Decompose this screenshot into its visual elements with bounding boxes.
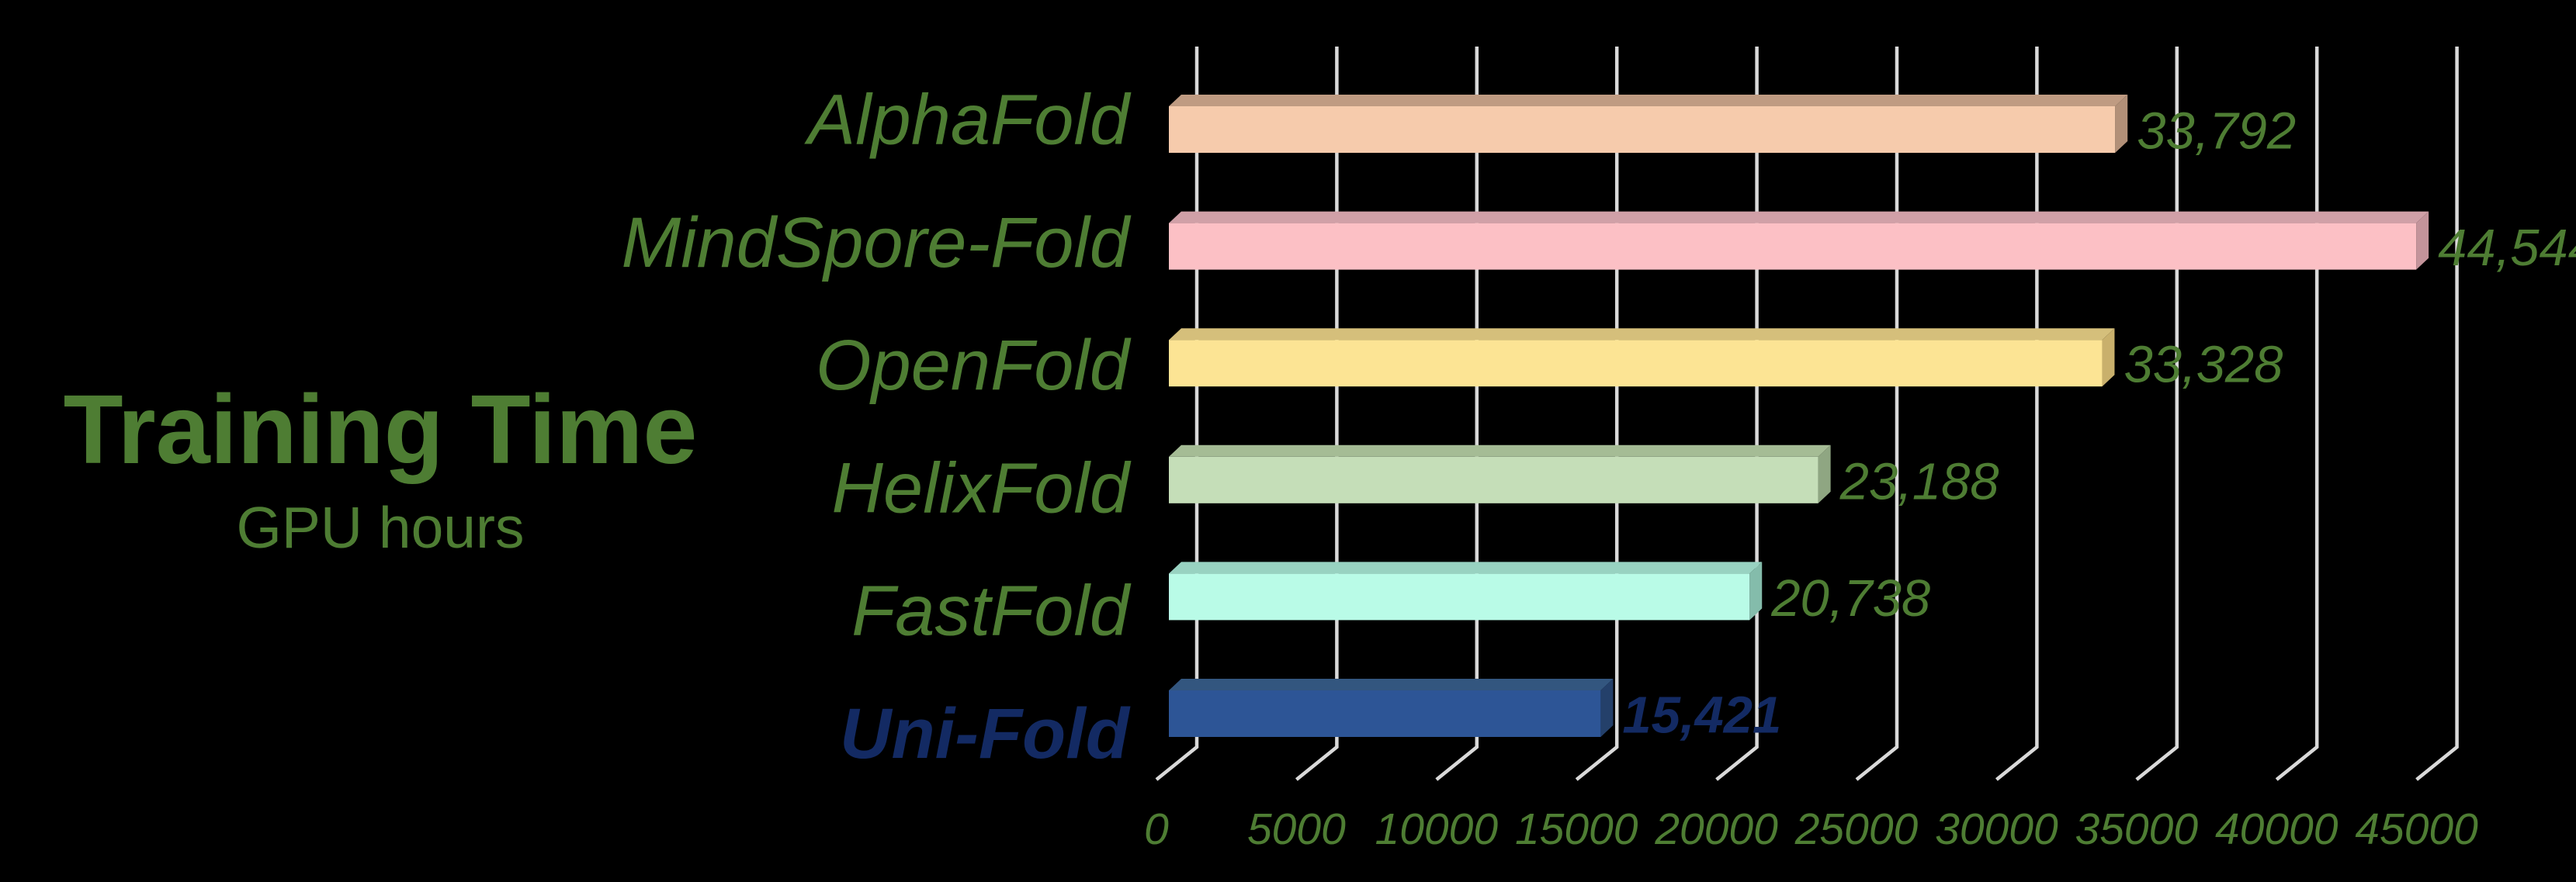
chart-title-block: Training Time GPU hours <box>19 381 741 557</box>
category-label-alphafold: AlphaFold <box>804 81 1132 160</box>
bar-top-face-fastfold <box>1169 562 1763 574</box>
gridline-0 <box>1155 47 1199 781</box>
gridline-35000 <box>2135 47 2179 781</box>
category-label-openfold: OpenFold <box>816 326 1132 405</box>
gridline-10000 <box>1435 47 1479 781</box>
value-label-uni-fold: 15,421 <box>1622 687 1781 745</box>
bar-helixfold <box>1169 444 1831 503</box>
bar-fastfold <box>1169 562 1763 621</box>
tick-label-15000: 15000 <box>1515 804 1638 854</box>
bar-top-face-uni-fold <box>1169 679 1614 690</box>
bar-side-face-openfold <box>2102 328 2115 387</box>
gridline-45000 <box>2415 47 2459 781</box>
tick-label-5000: 5000 <box>1247 804 1346 854</box>
bar-top-face-openfold <box>1169 328 2115 341</box>
bar-side-face-fastfold <box>1749 562 1763 621</box>
value-label-helixfold: 23,188 <box>1839 452 1999 510</box>
bar-front-face-fastfold <box>1169 573 1750 621</box>
bar-front-face-openfold <box>1169 340 2103 387</box>
value-label-alphafold: 33,792 <box>2137 102 2296 161</box>
tick-label-35000: 35000 <box>2075 804 2199 854</box>
bar-front-face-helixfold <box>1169 456 1818 503</box>
category-label-fastfold: FastFold <box>851 572 1132 651</box>
bar-side-face-helixfold <box>1818 444 1831 503</box>
category-label-uni-fold: Uni-Fold <box>840 694 1131 773</box>
gridline-40000 <box>2275 47 2319 781</box>
tick-label-40000: 40000 <box>2215 804 2339 854</box>
bar-side-face-alphafold <box>2115 95 2128 153</box>
tick-label-10000: 10000 <box>1375 804 1499 854</box>
gridline-30000 <box>1995 47 2039 781</box>
value-label-openfold: 33,328 <box>2124 336 2283 394</box>
bar-side-face-uni-fold <box>1600 679 1614 737</box>
bar-mindspore-fold <box>1169 211 2429 270</box>
tick-label-20000: 20000 <box>1654 804 1778 854</box>
bar-side-face-mindspore-fold <box>2416 211 2429 270</box>
category-label-mindspore-fold: MindSpore-Fold <box>621 203 1131 282</box>
bar-top-face-alphafold <box>1169 95 2128 106</box>
bar-front-face-mindspore-fold <box>1169 223 2417 270</box>
tick-label-0: 0 <box>1144 804 1169 854</box>
gridline-25000 <box>1855 47 1899 781</box>
bar-top-face-helixfold <box>1169 444 1831 457</box>
value-label-mindspore-fold: 44,544 <box>2438 219 2576 277</box>
bar-front-face-uni-fold <box>1169 690 1601 737</box>
bar-alphafold <box>1169 95 2128 153</box>
bar-openfold <box>1169 328 2115 387</box>
gridline-15000 <box>1575 47 1619 781</box>
chart-subtitle: GPU hours <box>236 495 525 560</box>
bar-top-face-mindspore-fold <box>1169 211 2429 223</box>
bar-front-face-alphafold <box>1169 106 2116 153</box>
value-label-fastfold: 20,738 <box>1770 569 1930 628</box>
tick-label-25000: 25000 <box>1794 804 1919 854</box>
category-label-helixfold: HelixFold <box>832 448 1132 527</box>
gridline-20000 <box>1715 47 1759 781</box>
tick-label-30000: 30000 <box>1935 804 2058 854</box>
bar-uni-fold <box>1169 679 1614 737</box>
gridline-5000 <box>1295 47 1339 781</box>
chart-title: Training Time <box>63 375 698 484</box>
tick-label-45000: 45000 <box>2355 804 2478 854</box>
